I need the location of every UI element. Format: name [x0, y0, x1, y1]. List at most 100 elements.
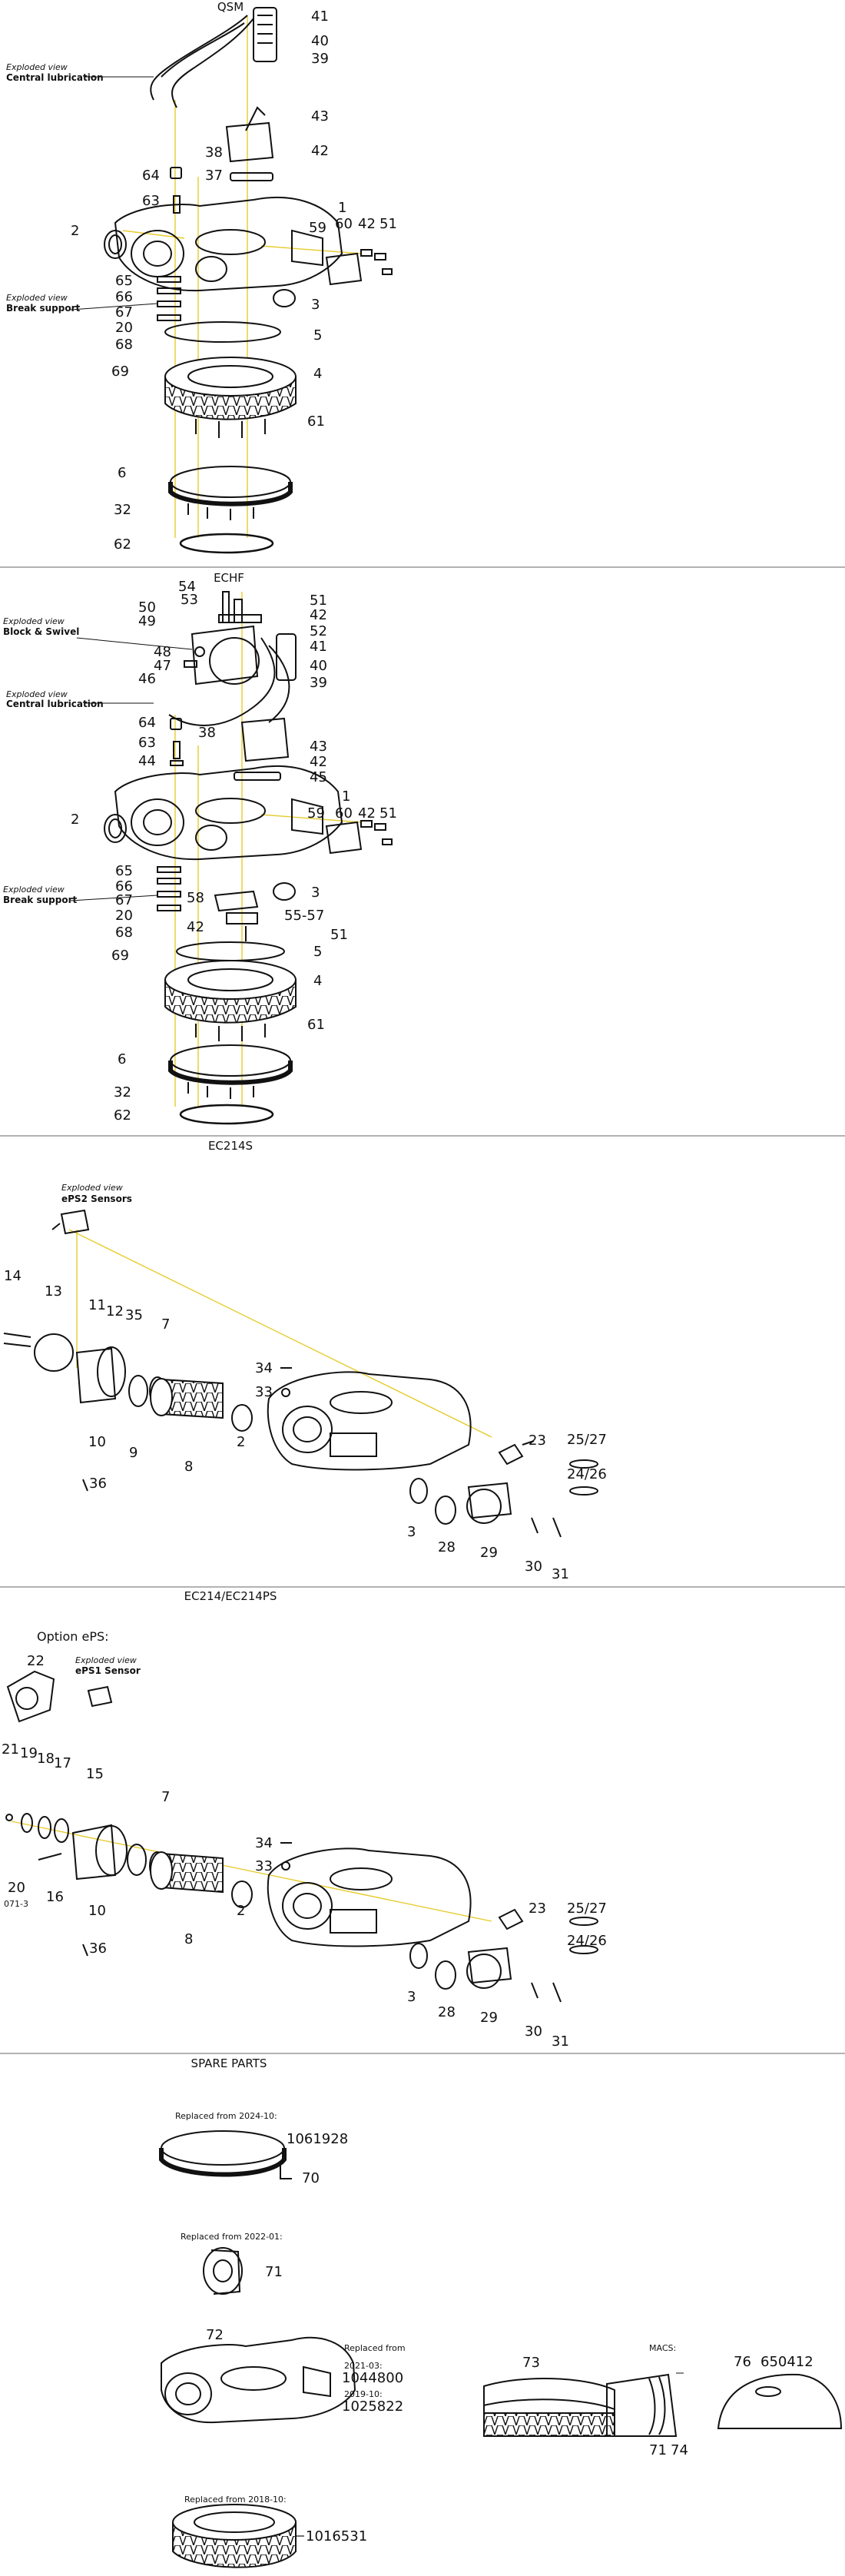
spare-replaced-2022: Replaced from 2022-01:	[181, 2232, 283, 2242]
echf-label-44: 44	[138, 753, 156, 769]
echf-label-40: 40	[310, 658, 327, 674]
echf-label-68: 68	[115, 925, 133, 941]
ec214-label-8: 8	[184, 1931, 194, 1947]
qsm-label-39: 39	[311, 51, 329, 67]
ec214s-label-2: 2	[237, 1434, 246, 1450]
echf-exploded-label-3: Exploded view	[3, 885, 65, 895]
spare-part-1016531: 1016531	[306, 2528, 368, 2544]
qsm-label-32: 32	[114, 502, 131, 518]
echf-label-5: 5	[313, 944, 323, 960]
spare-date-2021: 2021-03:	[344, 2361, 383, 2371]
ec214s-label-12: 12	[106, 1303, 124, 1320]
echf-label-67: 67	[115, 892, 133, 908]
echf-label-1: 1	[342, 788, 351, 805]
ec214-label-28: 28	[438, 2004, 456, 2020]
ec214-eps1-sensor-label: ePS1 Sensor	[75, 1665, 141, 1676]
ec214s-label-9: 9	[129, 1445, 138, 1461]
echf-label-48: 48	[154, 644, 171, 660]
ec214s-label-13: 13	[45, 1283, 62, 1300]
echf-block-swivel-label: Block & Swivel	[3, 626, 80, 637]
ec214-label-22: 22	[27, 1653, 45, 1669]
echf-label-63: 63	[138, 735, 156, 751]
echf-label-38: 38	[198, 725, 216, 741]
echf-label-42c: 42	[358, 805, 376, 822]
ec214-label-36: 36	[89, 1940, 107, 1957]
ec214-label-10: 10	[88, 1903, 106, 1919]
qsm-label-37: 37	[205, 168, 223, 184]
ec214-label-15: 15	[86, 1766, 104, 1782]
spare-replaced-from: Replaced from	[344, 2343, 406, 2353]
ec214-label-24-26: 24/26	[567, 1933, 607, 1949]
qsm-label-6: 6	[118, 465, 127, 481]
ec214-label-21: 21	[2, 1741, 19, 1758]
ec214-label-20: 20	[8, 1880, 25, 1896]
qsm-label-40: 40	[311, 33, 329, 49]
spare-label-71: 71	[265, 2264, 283, 2280]
qsm-label-67: 67	[115, 304, 133, 320]
ec214-label-29: 29	[480, 2010, 498, 2026]
echf-central-lubrication-label: Central lubrication	[6, 699, 104, 709]
ec214s-label-7: 7	[161, 1316, 171, 1333]
qsm-label-60: 60	[335, 216, 353, 232]
echf-exploded-label-2: Exploded view	[6, 689, 68, 699]
echf-label-6: 6	[118, 1051, 127, 1067]
spare-label-72: 72	[206, 2327, 224, 2343]
ec214s-label-24-26: 24/26	[567, 1466, 607, 1482]
spare-label-71b: 71	[649, 2442, 667, 2458]
echf-label-42d: 42	[187, 919, 204, 935]
echf-label-51: 51	[310, 593, 327, 609]
section-title-spare-parts: SPARE PARTS	[191, 2056, 267, 2070]
ec214-exploded-label: Exploded view	[75, 1655, 137, 1665]
spare-part-1044800: 1044800	[342, 2370, 404, 2386]
ec214-label-3: 3	[407, 1989, 416, 2005]
qsm-label-51: 51	[379, 216, 397, 232]
echf-label-59: 59	[307, 805, 325, 822]
echf-label-51c: 51	[330, 927, 348, 943]
spare-part-1025822: 1025822	[342, 2398, 404, 2415]
ec214-label-33: 33	[255, 1858, 273, 1874]
ec214s-label-36: 36	[89, 1476, 107, 1492]
ec214-label-19: 19	[20, 1745, 38, 1761]
spare-parts-drawings	[159, 2130, 843, 2568]
ec214s-label-8: 8	[184, 1459, 194, 1475]
spare-label-76: 76	[734, 2354, 751, 2370]
echf-label-32: 32	[114, 1084, 131, 1100]
qsm-label-61: 61	[307, 413, 325, 430]
qsm-label-68: 68	[115, 337, 133, 353]
qsm-break-support-label: Break support	[6, 303, 81, 314]
qsm-label-38: 38	[205, 144, 223, 161]
echf-label-47: 47	[154, 658, 171, 674]
echf-break-support-label: Break support	[3, 895, 78, 905]
qsm-label-66: 66	[115, 289, 133, 305]
qsm-label-5: 5	[313, 327, 323, 344]
ec214s-label-31: 31	[552, 1566, 569, 1582]
ec214s-label-14: 14	[4, 1268, 22, 1284]
echf-label-3: 3	[311, 885, 320, 901]
qsm-label-42: 42	[311, 143, 329, 159]
echf-label-46: 46	[138, 671, 156, 687]
echf-label-50: 50	[138, 599, 156, 616]
echf-label-61: 61	[307, 1017, 325, 1033]
spare-replaced-2018: Replaced from 2018-10:	[184, 2495, 287, 2505]
qsm-label-62: 62	[114, 536, 131, 553]
spare-part-1061928: 1061928	[287, 2131, 349, 2147]
qsm-central-lubrication-label: Central lubrication	[6, 72, 104, 83]
ec214-label-16: 16	[46, 1889, 64, 1905]
echf-label-65: 65	[115, 863, 133, 879]
qsm-label-63: 63	[142, 193, 160, 209]
spare-macs-label: MACS:	[649, 2343, 677, 2353]
ec214s-exploded-label: Exploded view	[61, 1183, 123, 1193]
echf-label-45: 45	[310, 769, 327, 785]
echf-label-54: 54	[178, 579, 196, 595]
ec214-option-eps-label: Option ePS:	[37, 1629, 109, 1644]
qsm-label-65: 65	[115, 273, 133, 289]
spare-label-73: 73	[522, 2355, 540, 2371]
echf-label-52: 52	[310, 623, 327, 639]
section-title-ec214: EC214/EC214PS	[184, 1589, 277, 1603]
echf-label-4: 4	[313, 973, 323, 989]
ec214-label-7: 7	[161, 1789, 171, 1805]
ec214s-label-10: 10	[88, 1434, 106, 1450]
echf-label-43: 43	[310, 739, 327, 755]
echf-label-2: 2	[71, 812, 80, 828]
ec214-assembly	[5, 1670, 598, 2003]
